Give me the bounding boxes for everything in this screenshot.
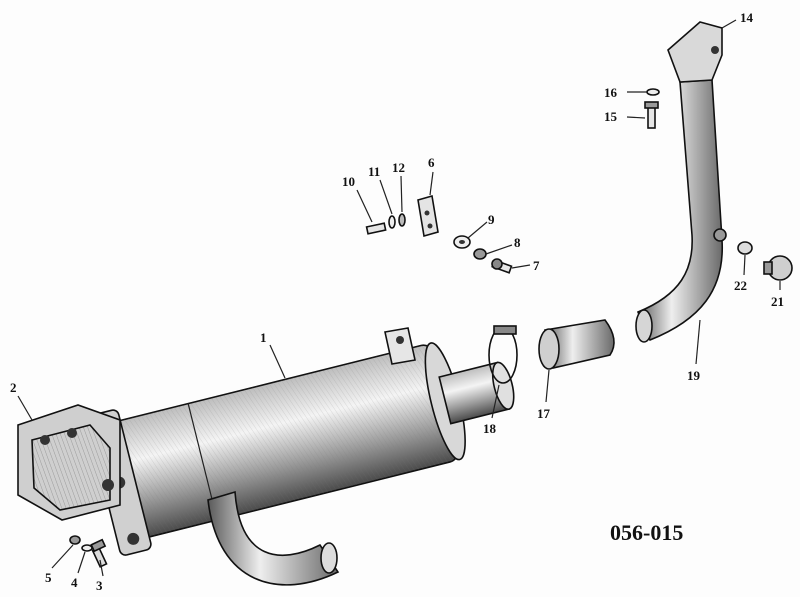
drawing-code: 056-015	[610, 520, 683, 545]
callout-12: 12	[392, 160, 405, 175]
callout-10: 10	[342, 174, 355, 189]
callout-18: 18	[483, 421, 497, 436]
clamp-18	[488, 325, 518, 384]
nut-8	[473, 248, 487, 260]
callout-6: 6	[428, 155, 435, 170]
sleeve-17	[538, 319, 615, 370]
pipe-cap-14	[667, 21, 723, 83]
callout-1: 1	[260, 330, 267, 345]
washer-12	[398, 213, 406, 227]
leader-lines	[17, 19, 781, 577]
callout-3: 3	[96, 578, 103, 593]
callout-8: 8	[514, 235, 521, 250]
bolt-3	[90, 538, 108, 568]
nut-5	[69, 535, 81, 545]
inlet-flange	[17, 404, 121, 521]
callout-5: 5	[45, 570, 52, 585]
callout-4: 4	[71, 575, 78, 590]
callout-17: 17	[537, 406, 551, 421]
washer-16	[646, 88, 660, 96]
washer-4	[81, 544, 93, 552]
callout-2: 2	[10, 380, 17, 395]
callout-21: 21	[771, 294, 784, 309]
tail-pipe-19	[635, 79, 727, 343]
callout-19: 19	[687, 368, 701, 383]
bolt-10	[365, 222, 387, 235]
callout-11: 11	[368, 164, 380, 179]
bolt-7	[491, 258, 513, 274]
callout-16: 16	[604, 85, 618, 100]
callout-9: 9	[488, 212, 495, 227]
washer-22	[737, 241, 753, 255]
washer-9	[453, 235, 471, 249]
callout-labels: 1 2 3 4 5 6 7 8 9 10 11 12 14 15 16 17 1…	[10, 10, 784, 593]
washer-11	[388, 215, 396, 229]
callout-15: 15	[604, 109, 618, 124]
bracket-6	[417, 194, 439, 238]
callout-14: 14	[740, 10, 754, 25]
plug-21	[763, 255, 793, 281]
callout-22: 22	[734, 278, 747, 293]
silencer-body	[86, 327, 515, 586]
screw-15	[644, 101, 659, 129]
callout-7: 7	[533, 258, 540, 273]
